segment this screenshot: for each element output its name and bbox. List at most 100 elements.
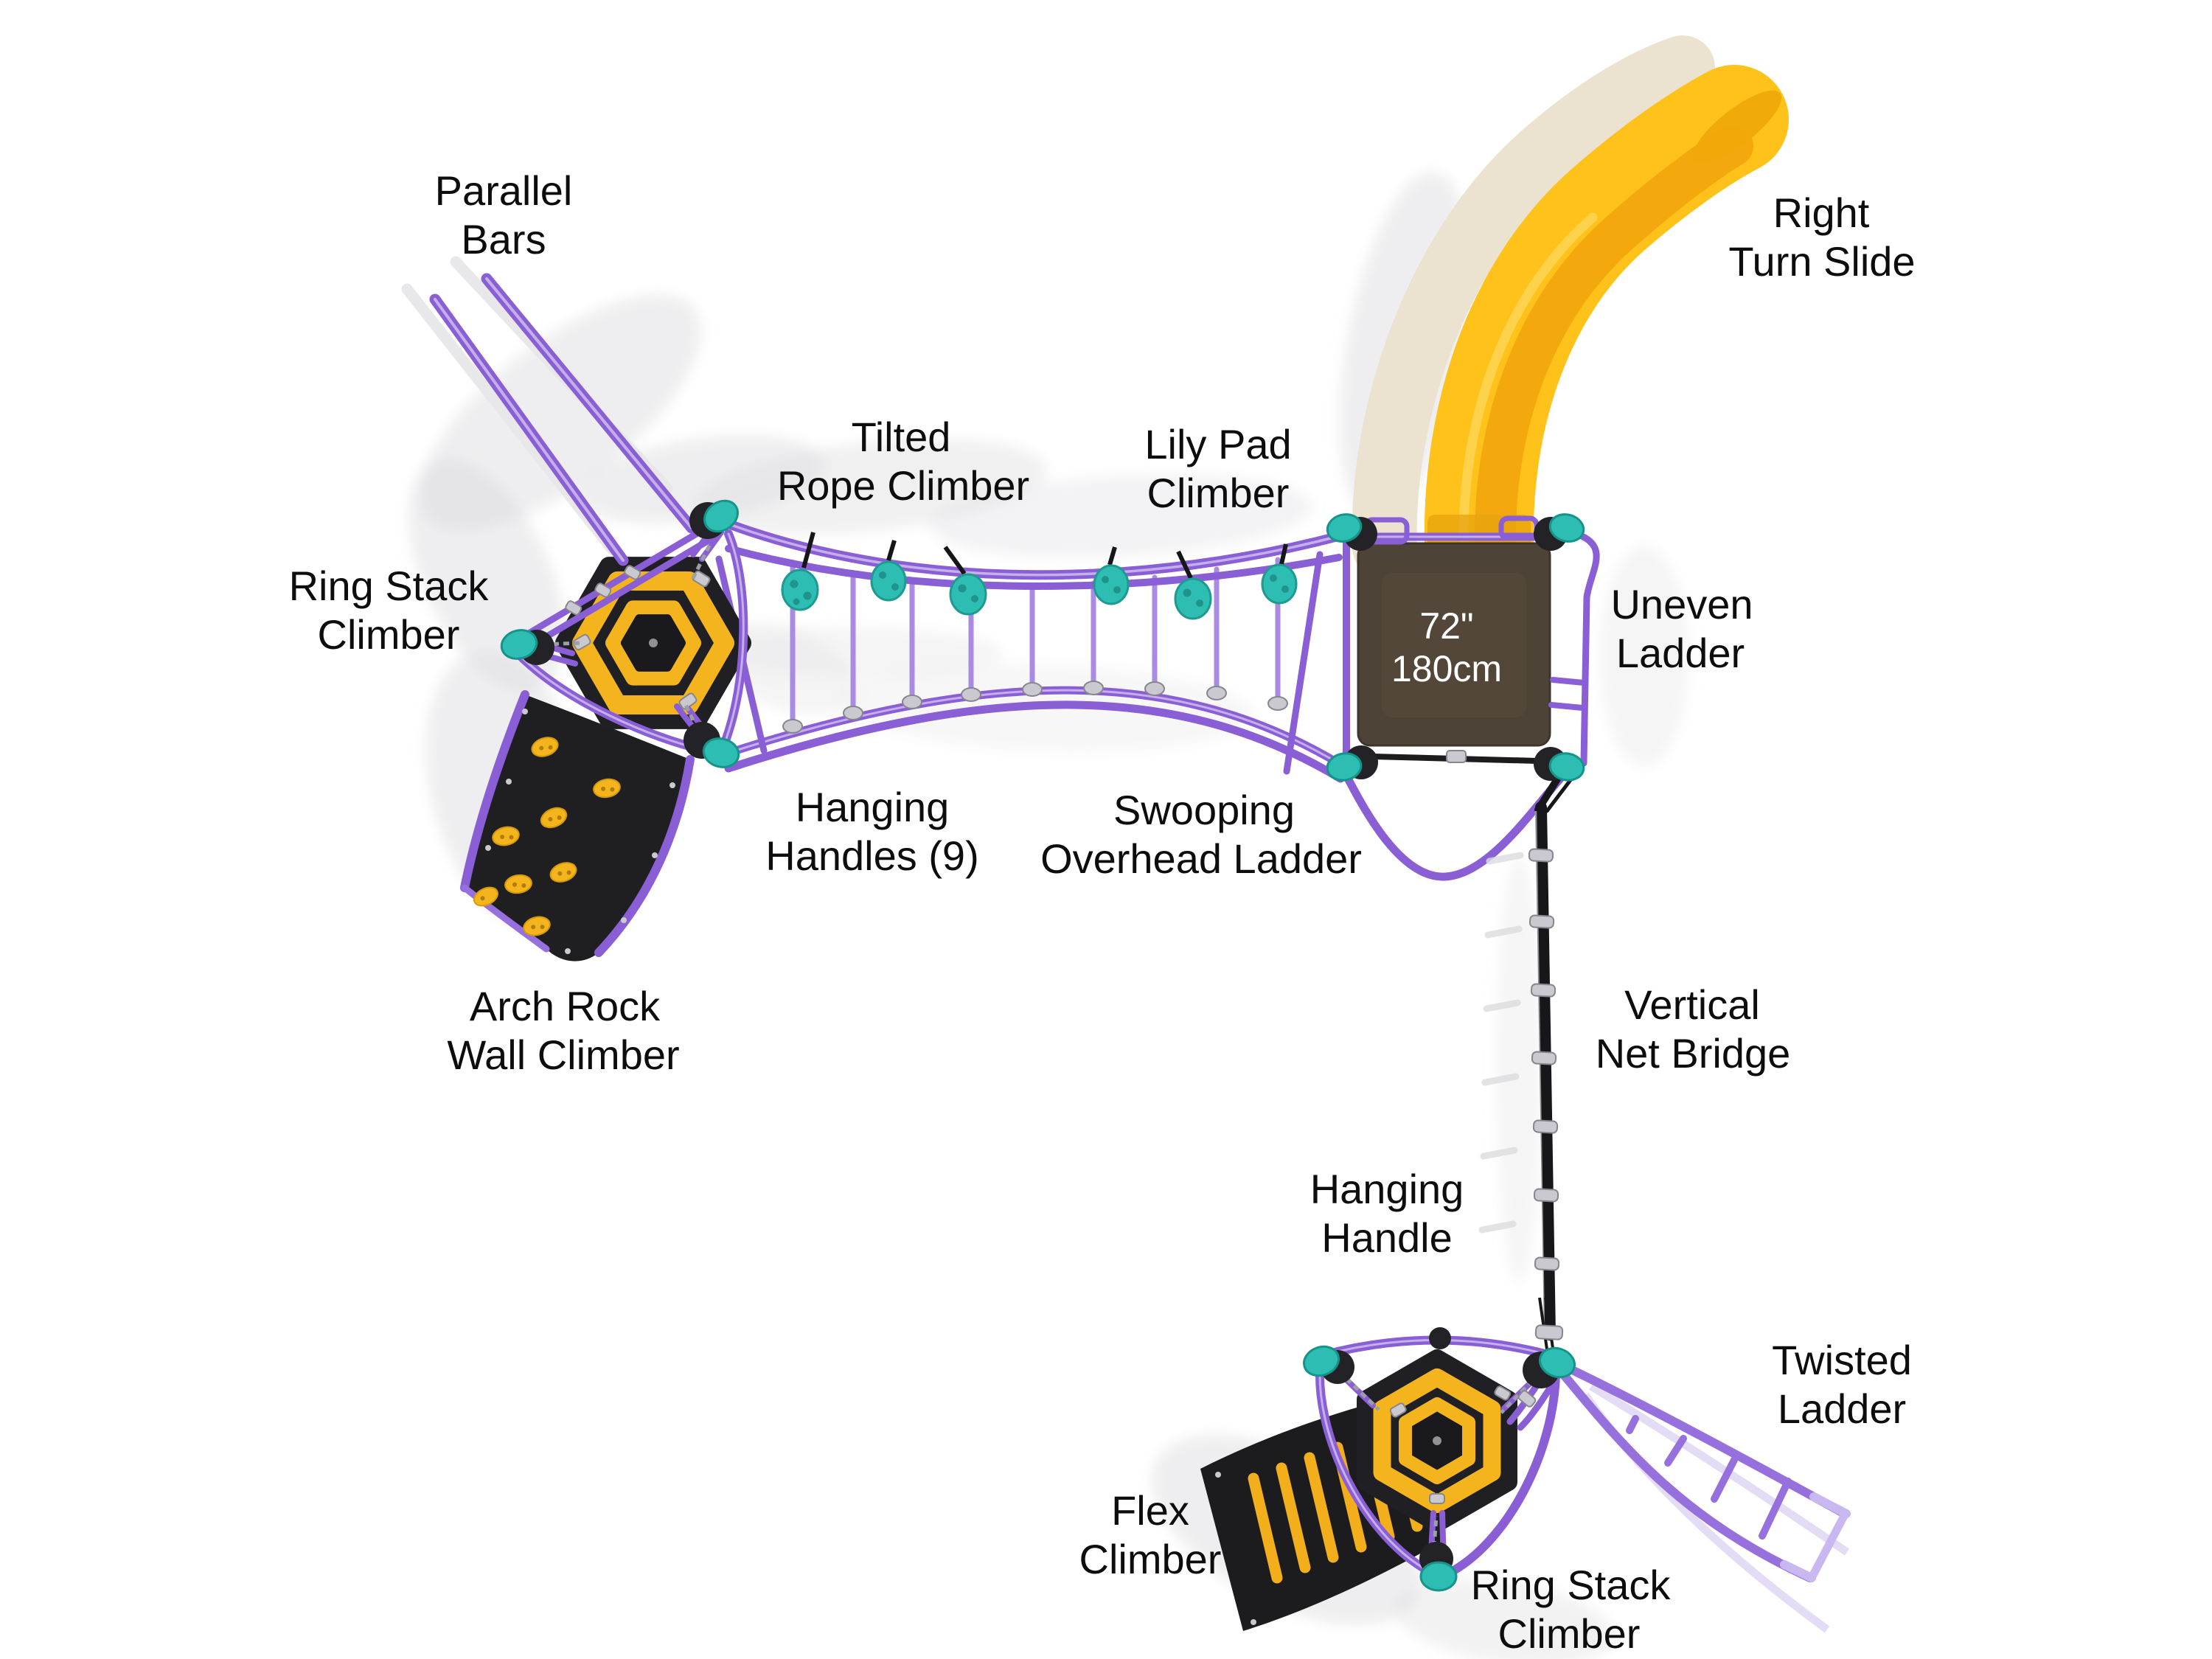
label-line: Twisted [1772, 1337, 1912, 1383]
lily-pad [781, 532, 819, 611]
rock-panel-bottom-trim [461, 884, 550, 953]
deck-height-cm: 180cm [1391, 648, 1502, 689]
upper-tower-posts [500, 499, 740, 768]
net-connector-beads [1528, 848, 1564, 1340]
frame-edge-highlight [519, 655, 708, 752]
slide-exit-opening [1692, 90, 1782, 164]
slide-chute-groove [1474, 125, 1753, 568]
uneven-ladder-lower-loop [1340, 767, 1571, 881]
label-line: Right [1773, 189, 1870, 236]
right-turn-slide [1352, 35, 1789, 602]
hexagon-inner-ring [1399, 1397, 1475, 1484]
label-line: Handle [1321, 1214, 1452, 1261]
twisted-ladder-rung [1664, 1435, 1687, 1467]
rock-panel-right-trim [594, 755, 695, 957]
ring-stack-climber-lower-hexagon [1357, 1349, 1517, 1532]
net-band-highlight [1534, 810, 1545, 1332]
post-cap [1548, 513, 1585, 543]
rope-rail-back [725, 545, 1343, 590]
post-cap [1326, 752, 1363, 782]
label-hanging-handles: Hanging Handles (9) [765, 784, 978, 879]
label-line: Ladder [1778, 1385, 1906, 1432]
ring-chain [1431, 1515, 1439, 1558]
hexagon-inner-ring [605, 600, 701, 686]
post-cap [702, 737, 740, 768]
twisted-ladder-rung [1626, 1415, 1639, 1434]
label-line: Tilted [852, 414, 951, 460]
swooping-ladder-rail-back [724, 700, 1345, 783]
label-right-turn-slide: Right Turn Slide [1728, 189, 1915, 285]
label-vertical-net-bridge: Vertical Net Bridge [1596, 981, 1791, 1077]
slide-edge-gloss [1458, 212, 1598, 552]
post-cap [1548, 752, 1585, 782]
label-parallel-bars: Parallel Bars [435, 167, 573, 262]
ring-chain [684, 703, 704, 740]
rope-rail-highlight [730, 524, 1343, 577]
frame-edge-top-left-b [527, 535, 716, 650]
label-flex-climber: Flex Climber [1079, 1487, 1222, 1582]
net-ghost-ticks [1478, 852, 1524, 1234]
ring-chain [542, 641, 582, 647]
twisted-ladder [1560, 1364, 1851, 1633]
bridge-end-brace-right [1283, 551, 1324, 775]
label-ring-stack-climber-lower: Ring Stack Climber [1471, 1562, 1672, 1657]
label-line: Climber [1498, 1610, 1641, 1657]
label-line: Turn Slide [1728, 238, 1915, 285]
label-line: Net Bridge [1596, 1030, 1791, 1077]
hexagon-center-dot [649, 639, 658, 647]
twisted-ladder-rail-top [1565, 1364, 1848, 1517]
upper-tower [429, 273, 751, 961]
label-line: Hanging [1310, 1166, 1464, 1212]
lily-pad [943, 546, 987, 616]
lily-pad [870, 540, 907, 602]
label-line: Lily Pad [1144, 421, 1291, 467]
label-line: Climber [1079, 1536, 1222, 1582]
label-lily-pad-climber: Lily Pad Climber [1144, 421, 1291, 516]
label-line: Climber [1147, 470, 1290, 516]
label-line: Swooping [1113, 787, 1295, 833]
label-line: Vertical [1624, 981, 1760, 1028]
parallel-bars [429, 273, 698, 566]
post-cap [1539, 1346, 1576, 1379]
slide-outer-wall [1352, 35, 1715, 580]
lower-frame-right-edge [1441, 1368, 1560, 1579]
twisted-ladder-rung [1711, 1456, 1738, 1503]
net-band [1535, 801, 1556, 1340]
label-line: Overhead Ladder [1040, 835, 1362, 882]
rail-clamp-beads [782, 681, 1288, 734]
label-line: Arch Rock [470, 983, 661, 1029]
rock-panel-left-trim [460, 690, 529, 892]
parallel-bar-highlight [434, 298, 625, 562]
post-cap [1419, 1561, 1458, 1592]
lily-pad [1261, 543, 1298, 605]
lower-frame-highlight [1318, 1370, 1435, 1575]
label-line: Rope Climber [777, 462, 1029, 509]
rock-holds [473, 737, 621, 936]
frame-ball-joint [1429, 1327, 1451, 1349]
post-cap [1303, 1345, 1340, 1377]
label-line: Bars [461, 216, 546, 262]
twisted-ladder-end-tip [1780, 1492, 1851, 1582]
lower-assembly [1200, 1327, 1851, 1633]
post-cap [703, 499, 739, 533]
label-swooping-overhead-ladder: Swooping Overhead Ladder [1040, 787, 1362, 882]
deck-panel-sheen [1382, 573, 1526, 717]
deck-72in: 72" 180cm [1340, 515, 1600, 881]
arch-rock-wall-climber [460, 690, 695, 961]
ring-chain [1338, 1370, 1380, 1411]
hexagon-center-dot [1433, 1436, 1441, 1445]
swooping-ladder-rail-highlight [725, 689, 1343, 767]
label-line: Ring Stack [1471, 1562, 1672, 1608]
label-line: Flex [1111, 1487, 1189, 1534]
label-line: Hanging [796, 784, 950, 830]
label-tilted-rope-climber: Tilted Rope Climber [777, 414, 1029, 509]
frame-edge-top-left-a [521, 524, 710, 639]
lower-frame [1315, 1327, 1561, 1579]
frame-edge-highlight [723, 532, 745, 746]
ring-stack-climber-upper-hexagon [555, 557, 751, 729]
twisted-ladder-ghost [1589, 1382, 1850, 1556]
twisted-ladder-end-rung [1808, 1510, 1849, 1581]
label-arch-rock-wall-climber: Arch Rock Wall Climber [447, 983, 679, 1078]
post-cap [500, 629, 538, 660]
